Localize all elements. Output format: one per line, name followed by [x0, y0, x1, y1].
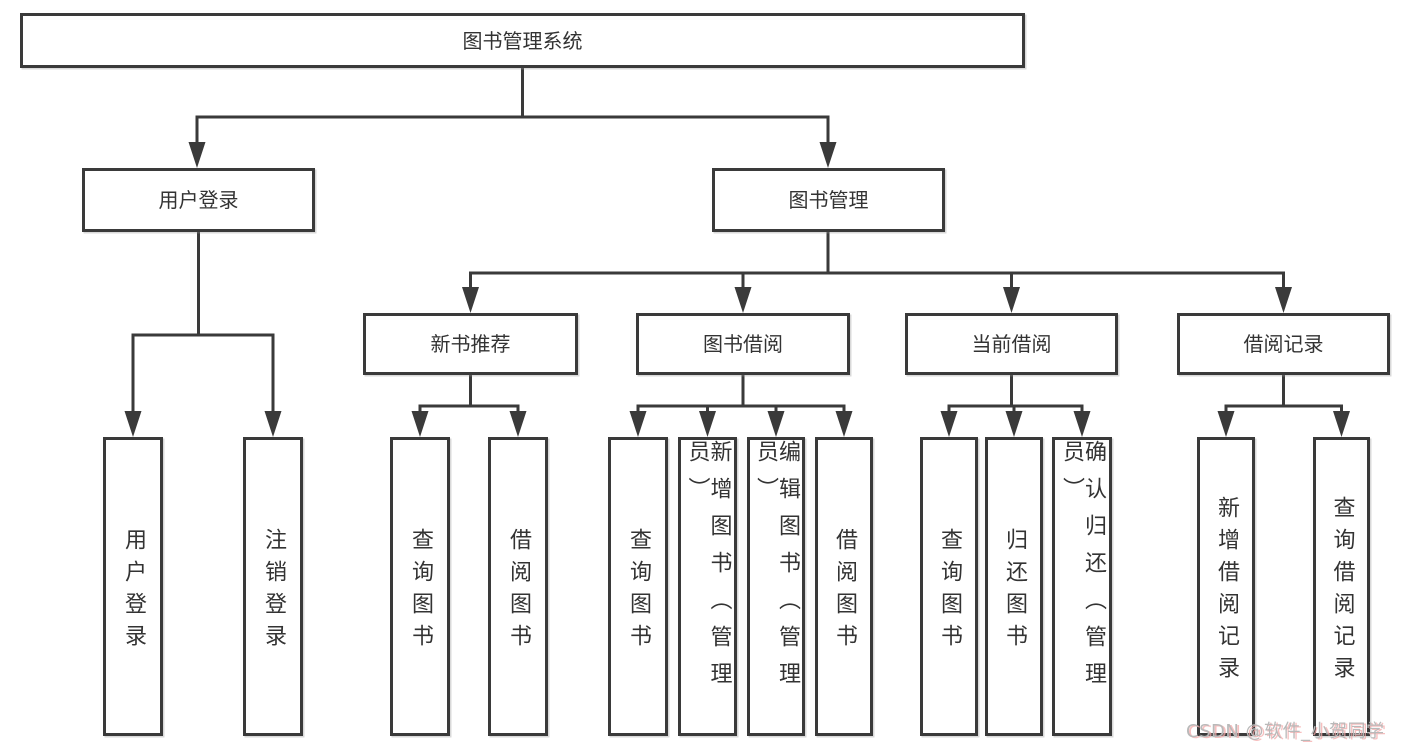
node-new-book-recommend-label: 新书推荐: [430, 332, 511, 356]
node-book-management-label: 图书管理: [788, 188, 869, 212]
node-borrow-records-label: 借阅记录: [1243, 332, 1324, 356]
leaf-user-login-label: 用户登录: [121, 527, 146, 656]
leaf-add-book-admin-label: 新增图书（管理员）: [684, 440, 732, 699]
leaf-edit-book-admin-label: 编辑图书（管理员）: [753, 440, 800, 699]
leaf-borrow-books-1: 借阅图书: [488, 437, 548, 736]
leaf-logout-label: 注销登录: [261, 527, 286, 656]
leaf-return-book-label: 归还图书: [1002, 527, 1027, 656]
leaf-add-book-admin: 新增图书（管理员）: [678, 437, 737, 736]
connector-borrow-record-group: [1217, 375, 1350, 437]
connector-new-book-group: [411, 375, 527, 437]
leaf-add-borrow-record-label: 新增借阅记录: [1214, 495, 1239, 688]
leaf-user-login: 用户登录: [103, 437, 163, 736]
leaf-query-borrow-record: 查询借阅记录: [1313, 437, 1370, 736]
connector-user-login-group: [124, 232, 282, 437]
node-book-management: 图书管理: [712, 168, 945, 232]
connector-book-mgmt-to-level3: [462, 232, 1292, 313]
connector-current-borrow-group: [940, 375, 1091, 437]
leaf-query-books-1: 查询图书: [390, 437, 450, 736]
leaf-query-books-2: 查询图书: [608, 437, 668, 736]
node-new-book-recommend: 新书推荐: [363, 313, 578, 375]
leaf-borrow-books-2-label: 借阅图书: [832, 527, 857, 656]
node-borrow-records: 借阅记录: [1177, 313, 1390, 375]
leaf-query-borrow-record-label: 查询借阅记录: [1329, 495, 1355, 688]
node-library-system: 图书管理系统: [20, 13, 1025, 68]
leaf-edit-book-admin: 编辑图书（管理员）: [747, 437, 805, 736]
leaf-query-books-3-label: 查询图书: [937, 527, 962, 656]
leaf-add-borrow-record: 新增借阅记录: [1197, 437, 1255, 736]
leaf-logout: 注销登录: [243, 437, 303, 736]
leaf-borrow-books-1-label: 借阅图书: [506, 527, 531, 656]
leaf-confirm-return-admin-label: 确认归还（管理员）: [1059, 440, 1106, 699]
connector-book-borrow-group: [629, 375, 853, 437]
node-current-borrow: 当前借阅: [905, 313, 1118, 375]
connector-root-to-level2: [188, 68, 837, 168]
leaf-query-books-1-label: 查询图书: [408, 527, 433, 656]
leaf-return-book: 归还图书: [985, 437, 1043, 736]
node-book-borrow-label: 图书借阅: [703, 332, 783, 356]
node-library-system-label: 图书管理系统: [462, 28, 583, 53]
leaf-query-books-2-label: 查询图书: [626, 527, 651, 656]
leaf-confirm-return-admin: 确认归还（管理员）: [1052, 437, 1112, 736]
leaf-borrow-books-2: 借阅图书: [815, 437, 873, 736]
node-current-borrow-label: 当前借阅: [971, 332, 1052, 356]
leaf-query-books-3: 查询图书: [920, 437, 978, 736]
node-book-borrow: 图书借阅: [636, 313, 850, 375]
node-user-login: 用户登录: [82, 168, 315, 232]
watermark: CSDN @软件_小贺同学: [1186, 721, 1385, 742]
node-user-login-label: 用户登录: [158, 188, 239, 212]
